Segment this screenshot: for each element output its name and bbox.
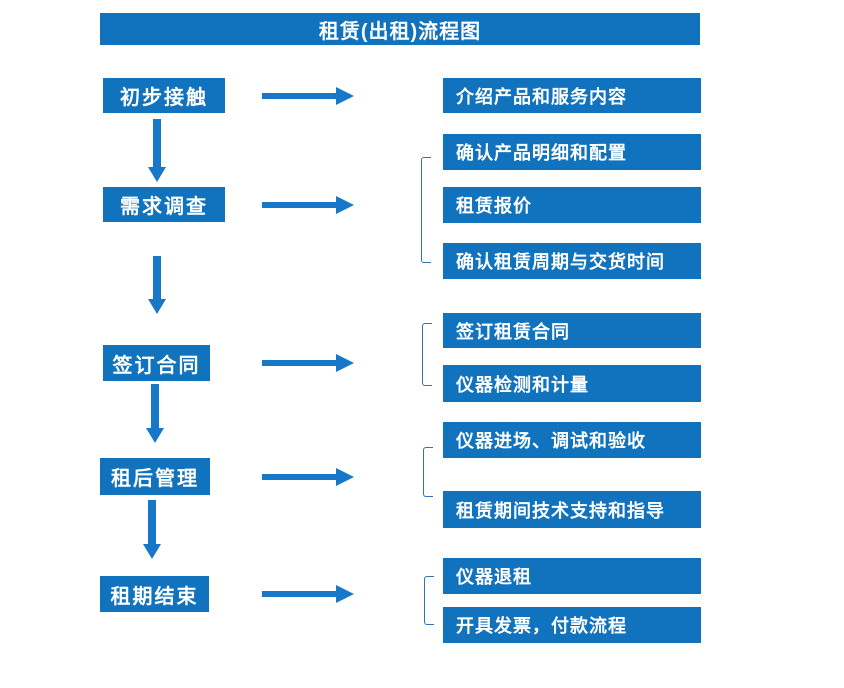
chart-title: 租赁(出租)流程图 [318,20,482,43]
step-label: 租期结束 [110,585,199,608]
step-box-post-rental-management: 租后管理 [100,458,210,495]
arrow-right-icon [262,87,354,105]
output-label: 介绍产品和服务内容 [456,86,627,107]
output-box-confirm-period-delivery: 确认租赁周期与交货时间 [443,243,701,279]
output-label: 仪器检测和计量 [456,374,589,395]
output-box-rental-quote: 租赁报价 [443,187,701,223]
step-label: 租后管理 [111,468,199,490]
arrow-right-icon [262,585,354,603]
output-label: 仪器退租 [456,567,532,587]
arrow-right-icon [262,196,354,214]
output-box-introduce-products: 介绍产品和服务内容 [443,78,701,113]
arrow-right-icon [262,468,354,486]
step-label: 需求调查 [120,196,208,218]
output-box-instrument-setup-acceptance: 仪器进场、调试和验收 [443,422,701,458]
output-label: 确认租赁周期与交货时间 [456,252,665,272]
group-bracket-icon [422,323,432,386]
output-box-confirm-product-details: 确认产品明细和配置 [443,134,701,170]
output-box-invoice-payment: 开具发票，付款流程 [443,607,701,643]
group-bracket-icon [421,157,431,263]
output-label: 租赁报价 [456,196,532,216]
group-bracket-icon [424,576,434,625]
output-box-technical-support: 租赁期间技术支持和指导 [443,491,701,528]
step-box-initial-contact: 初步接触 [103,78,225,113]
chart-title-bar: 租赁(出租)流程图 [100,13,700,45]
output-label: 确认产品明细和配置 [456,143,627,163]
step-label: 签订合同 [112,354,201,377]
output-label: 签订租赁合同 [456,321,570,342]
output-box-sign-rental-contract: 签订租赁合同 [443,313,701,348]
arrow-right-icon [262,354,354,372]
arrow-down-icon [148,119,166,182]
output-label: 开具发票，付款流程 [456,616,627,636]
step-box-sign-contract: 签订合同 [103,345,210,381]
output-label: 租赁期间技术支持和指导 [456,500,665,521]
arrow-down-icon [146,384,164,443]
arrow-down-icon [148,256,166,314]
step-box-demand-survey: 需求调查 [103,187,225,222]
output-box-instrument-return: 仪器退租 [443,558,701,594]
step-label: 初步接触 [120,87,208,109]
arrow-down-icon [143,500,161,559]
output-label: 仪器进场、调试和验收 [456,431,646,451]
step-box-rental-end: 租期结束 [100,576,209,612]
output-box-instrument-inspection: 仪器检测和计量 [443,365,701,402]
group-bracket-icon [423,447,433,497]
